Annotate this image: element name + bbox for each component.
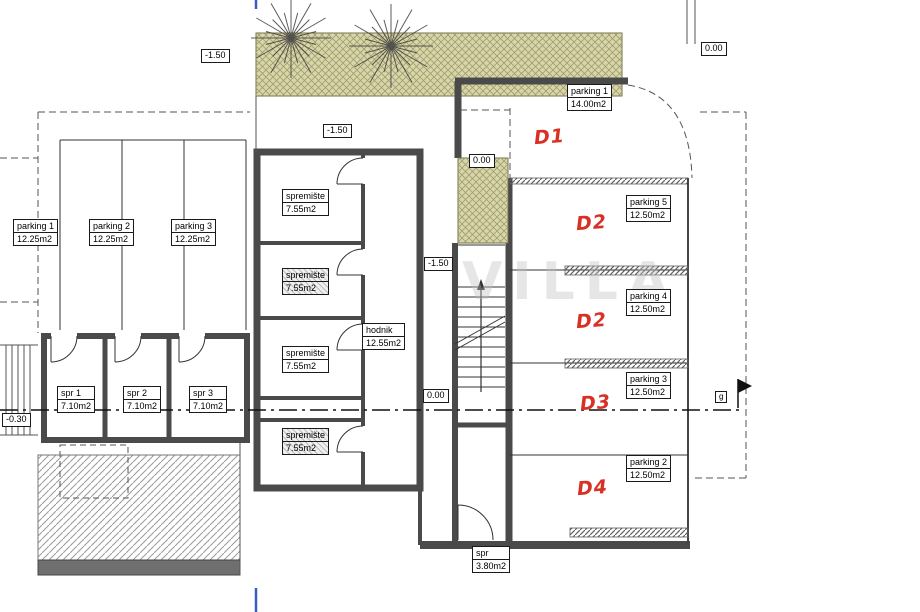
room-label: spremište 7.55m2 xyxy=(282,189,330,217)
tree-icon xyxy=(349,4,433,88)
room-label: spremište 7.55m2 xyxy=(282,268,330,296)
room-name: hodnik xyxy=(363,324,405,338)
room-name: spremište xyxy=(283,429,329,443)
stair-direction-arrow xyxy=(477,279,485,290)
room-name: parking 2 xyxy=(90,220,134,234)
room-area: 3.80m2 xyxy=(476,561,507,572)
planting-strip xyxy=(255,32,623,97)
room-area: 7.55m2 xyxy=(286,283,317,294)
room-name: spr 3 xyxy=(190,387,227,401)
room-name: parking 1 xyxy=(568,85,612,99)
room-name: parking 4 xyxy=(627,290,671,304)
section-marker: g xyxy=(715,391,728,404)
level-tag-stairs-top: -1.50 xyxy=(424,257,453,271)
room-area: 12.50m2 xyxy=(630,387,666,398)
room-label: spremište 7.55m2 xyxy=(282,346,330,374)
right-building-walls xyxy=(418,77,690,549)
room-name: parking 2 xyxy=(627,456,671,470)
level-tag-building-top: -1.50 xyxy=(323,124,352,138)
door-arc xyxy=(457,504,494,541)
room-name: parking 3 xyxy=(172,220,216,234)
room-label: spr 3.80m2 xyxy=(472,546,511,574)
red-mark-d2: D2 xyxy=(575,210,608,236)
room-label: spremište 7.55m2 xyxy=(282,428,330,456)
room-name: parking 5 xyxy=(627,196,671,210)
ramp-area xyxy=(37,443,241,576)
level-tag-stairs-bottom: 0.00 xyxy=(423,389,449,403)
room-name: spremište xyxy=(283,269,329,283)
red-mark-d4: D4 xyxy=(576,475,609,501)
room-name: spremište xyxy=(283,347,329,361)
room-name: parking 3 xyxy=(627,373,671,387)
room-area: 12.50m2 xyxy=(630,210,666,221)
level-tag-top-left: -1.50 xyxy=(201,49,230,63)
left-parking-stalls xyxy=(59,139,247,330)
room-area: 12.25m2 xyxy=(93,234,129,245)
room-name: spremište xyxy=(283,190,329,204)
level-tag-top-right: 0.00 xyxy=(701,42,727,56)
room-area: 12.55m2 xyxy=(366,338,402,349)
room-area: 7.10m2 xyxy=(193,401,224,412)
boundary-line xyxy=(686,0,696,44)
room-name: spr xyxy=(473,547,510,561)
room-area: 12.50m2 xyxy=(630,470,666,481)
room-label: parking 2 12.25m2 xyxy=(89,219,135,247)
room-label: spr 3 7.10m2 xyxy=(189,386,228,414)
room-label: spr 1 7.10m2 xyxy=(57,386,96,414)
room-area: 12.50m2 xyxy=(630,304,666,315)
right-parking-stalls xyxy=(509,177,689,545)
room-label: parking 4 12.50m2 xyxy=(626,289,672,317)
room-area: 12.25m2 xyxy=(17,234,53,245)
red-mark-d3: D3 xyxy=(579,390,612,416)
room-area: 7.55m2 xyxy=(286,204,317,215)
room-label: parking 1 14.00m2 xyxy=(567,84,613,112)
room-name: spr 1 xyxy=(58,387,95,401)
red-mark-d1: D1 xyxy=(533,124,566,150)
room-label: parking 3 12.50m2 xyxy=(626,372,672,400)
level-tag-left-edge: -0.30 xyxy=(2,413,31,427)
room-label: parking 2 12.50m2 xyxy=(626,455,672,483)
exterior-steps xyxy=(0,344,38,436)
room-label: parking 3 12.25m2 xyxy=(171,219,217,247)
room-area: 7.55m2 xyxy=(286,361,317,372)
dashed-boundary-right xyxy=(460,84,747,479)
room-area: 12.25m2 xyxy=(175,234,211,245)
left-rooms-walls xyxy=(41,330,250,443)
room-label: parking 5 12.50m2 xyxy=(626,195,672,223)
room-area: 7.10m2 xyxy=(127,401,158,412)
room-area: 14.00m2 xyxy=(571,99,607,110)
entry-paving xyxy=(457,157,509,244)
room-area: 7.10m2 xyxy=(61,401,92,412)
level-tag-entry: 0.00 xyxy=(469,154,495,168)
room-label: spr 2 7.10m2 xyxy=(123,386,162,414)
tree-icon xyxy=(251,0,331,78)
room-area: 7.55m2 xyxy=(286,443,317,454)
red-mark-d2: D2 xyxy=(575,308,608,334)
room-name: spr 2 xyxy=(124,387,161,401)
storage-building xyxy=(253,96,424,492)
door-arc xyxy=(336,157,364,453)
room-label: hodnik 12.55m2 xyxy=(362,323,406,351)
room-name: parking 1 xyxy=(14,220,58,234)
room-label: parking 1 12.25m2 xyxy=(13,219,59,247)
door-arc xyxy=(50,335,206,363)
stairs xyxy=(454,244,506,392)
flag-marker-icon xyxy=(737,379,752,408)
